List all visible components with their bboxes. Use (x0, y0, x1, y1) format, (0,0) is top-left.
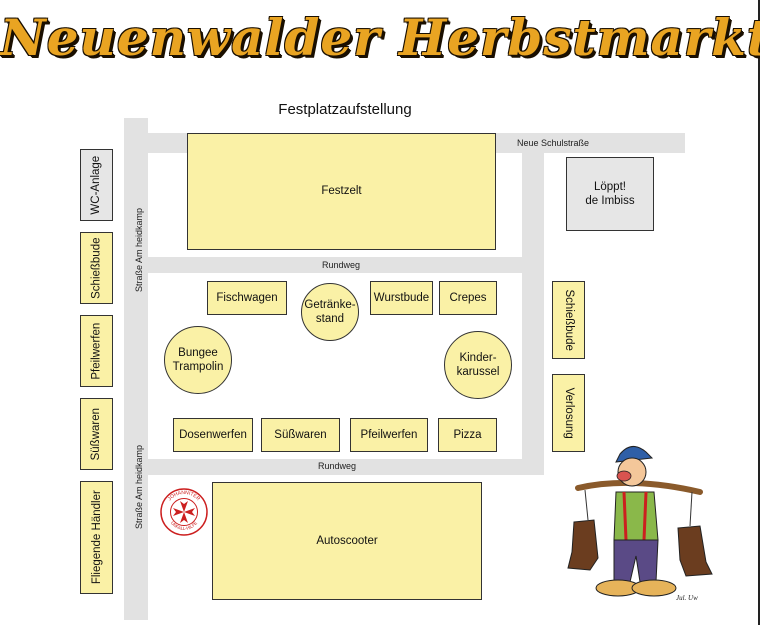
map-subtitle: Festplatzaufstellung (278, 101, 412, 118)
verlosung: Verlosung (552, 374, 585, 452)
fliegende-haendler-label: Fliegende Händler (90, 490, 103, 585)
inner-suesswaren-label: Süßwaren (274, 428, 327, 441)
road-am-heidkamp (124, 118, 148, 620)
dosenwerfen-label: Dosenwerfen (179, 428, 247, 441)
wc-anlage: WC-Anlage (80, 149, 113, 221)
dosenwerfen: Dosenwerfen (173, 418, 253, 452)
fischwagen-label: Fischwagen (216, 291, 278, 304)
autoscooter: Autoscooter (212, 482, 482, 600)
autoscooter-label: Autoscooter (316, 534, 378, 547)
street-label-am-heidkamp-bottom: Straße Am heidkamp (134, 444, 144, 530)
getraenkestand: Getränke- stand (301, 283, 359, 341)
bungee-line-1: Bungee (178, 346, 218, 359)
imbiss-line-1: Löppt! (594, 180, 626, 193)
street-label-am-heidkamp-top: Straße Am heidkamp (134, 207, 144, 293)
maltese-cross-icon: JOHANNITER UNFALL-HILFE (160, 488, 208, 536)
left-schiessbude: Schießbude (80, 232, 113, 304)
fischwagen: Fischwagen (207, 281, 287, 315)
left-suesswaren-label: Süßwaren (90, 407, 103, 461)
cartoon-farmer-illustration: Jul. Uw (567, 446, 713, 602)
wurstbude: Wurstbude (370, 281, 433, 315)
wurstbude-label: Wurstbude (373, 291, 430, 304)
left-schiessbude-label: Schießbude (90, 237, 103, 299)
bungee-trampolin-label: Bungee Trampolin (173, 346, 224, 375)
crepes-label: Crepes (449, 291, 487, 304)
loeppt-imbiss-label: Löppt! de Imbiss (585, 180, 634, 209)
inner-pfeilwerfen: Pfeilwerfen (350, 418, 428, 452)
left-suesswaren: Süßwaren (80, 398, 113, 470)
kinderkarussell: Kinder- karussel (444, 331, 512, 399)
festzelt: Festzelt (187, 133, 496, 250)
left-pfeilwerfen: Pfeilwerfen (80, 315, 113, 387)
inner-suesswaren: Süßwaren (261, 418, 340, 452)
right-schiessbude-label: Schießbude (562, 289, 575, 351)
karussell-line-1: Kinder- (459, 351, 497, 364)
road-right-connector (522, 153, 544, 475)
imbiss-line-2: de Imbiss (585, 195, 635, 207)
wc-anlage-label: WC-Anlage (90, 155, 103, 215)
verlosung-label: Verlosung (562, 387, 575, 439)
bungee-trampolin: Bungee Trampolin (164, 326, 232, 394)
pizza: Pizza (438, 418, 497, 452)
festzelt-label: Festzelt (321, 185, 362, 198)
crepes: Crepes (439, 281, 497, 315)
getraenkestand-label: Getränke- stand (304, 298, 355, 327)
artist-signature: Jul. Uw (676, 594, 698, 602)
right-schiessbude: Schießbude (552, 281, 585, 359)
street-label-neue-schulstrasse: Neue Schulstraße (517, 138, 590, 148)
getraenke-line-2: stand (315, 313, 345, 325)
inner-pfeilwerfen-label: Pfeilwerfen (360, 428, 418, 441)
kinderkarussell-label: Kinder- karussel (457, 351, 500, 380)
street-label-rundweg-top: Rundweg (322, 260, 361, 270)
road-rundweg-top (148, 257, 544, 273)
karussell-line-2: karussel (456, 366, 500, 378)
street-label-rundweg-bottom: Rundweg (318, 461, 357, 471)
road-rundweg-bottom (148, 459, 544, 475)
loeppt-imbiss: Löppt! de Imbiss (566, 157, 654, 231)
getraenke-line-1: Getränke- (304, 298, 356, 311)
right-border (758, 0, 760, 625)
bungee-line-2: Trampolin (172, 361, 224, 373)
fliegende-haendler: Fliegende Händler (80, 481, 113, 594)
left-pfeilwerfen-label: Pfeilwerfen (90, 322, 103, 380)
pizza-label: Pizza (453, 428, 482, 441)
page-title: Neuenwalder Herbstmarkt (0, 8, 760, 67)
